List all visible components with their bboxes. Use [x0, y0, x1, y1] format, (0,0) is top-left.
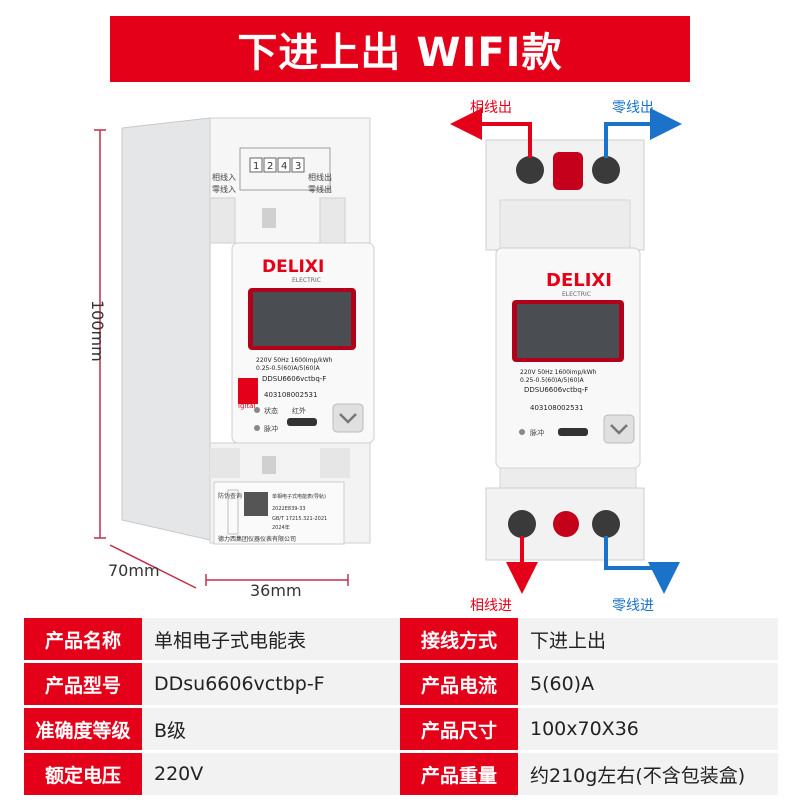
- brand-logo-left: DELIXI: [262, 257, 324, 277]
- terminal-screw-icon: [592, 510, 620, 538]
- terminal-number-3: 3: [295, 161, 301, 172]
- cert-line4: 2024年: [272, 524, 290, 531]
- dim-width-label: 36mm: [250, 581, 302, 600]
- ir-window-icon: [558, 428, 588, 436]
- spec-label: 准确度等级: [24, 708, 142, 750]
- title-banner: 下进上出 WIFI款: [110, 16, 690, 82]
- table-row: 产品名称 单相电子式电能表 接线方式 下进上出: [24, 618, 778, 660]
- terminal-screw-icon: [592, 156, 620, 184]
- dim-height-label: 100mm: [88, 300, 107, 362]
- ir-window-icon: [287, 418, 317, 426]
- spec-label: 产品重量: [400, 753, 518, 795]
- pulse-led-icon: [254, 425, 260, 431]
- dimension-lines: [94, 129, 349, 589]
- digital-badge-text: igital: [238, 402, 255, 410]
- spec-label: 额定电压: [24, 753, 142, 795]
- label-phase-in: 相线进: [470, 598, 512, 614]
- ir-label-left: 红外: [292, 406, 306, 415]
- terminal-arrows: [450, 108, 682, 594]
- spec-line2-right: 0.25-0.5(60)A/5(60)A: [520, 377, 585, 384]
- chevron-down-icon: [610, 424, 628, 435]
- cert-line3: GB/T 17215.321-2021: [272, 516, 327, 522]
- spec-line1-left: 220V 50Hz 1600imp/kWh: [256, 357, 333, 364]
- terminal-number-1: 1: [253, 161, 259, 172]
- cert-line2: 2022E839-33: [272, 506, 306, 512]
- spec-value: 单相电子式电能表: [142, 618, 400, 660]
- table-row: 准确度等级 B级 产品尺寸 100x70X36: [24, 708, 778, 750]
- spec-value: 约210g左右(不含包装盒): [518, 753, 778, 795]
- pulse-label-right: 脉冲: [530, 428, 544, 437]
- anti-fake-label: 防伪查询: [218, 492, 242, 500]
- wiring-out-phase: 相线出: [308, 172, 332, 182]
- product-illustration: 100mm 70mm 36mm 1 2 4 3 相线入 零线入 相线出 零线出 …: [88, 100, 682, 614]
- page-button-left: [332, 403, 364, 433]
- device-front-view: DELIXI ELECTRIC 220V 50Hz 1600imp/kWh 0.…: [485, 139, 645, 561]
- chevron-down-icon: [339, 413, 357, 424]
- seal-cap-icon: [553, 511, 579, 537]
- terminal-number-4: 4: [281, 161, 287, 172]
- dim-depth-label: 70mm: [108, 561, 160, 580]
- spec-value: DDsu6606vctbp-F: [142, 663, 400, 705]
- certificate-label-panel: [213, 481, 345, 545]
- terminal-screw-icon: [516, 156, 544, 184]
- spec-line1-right: 220V 50Hz 1600imp/kWh: [520, 369, 597, 376]
- maker-text: 德力西集团仪器仪表有限公司: [218, 535, 296, 543]
- banner-title: 下进上出 WIFI款: [237, 30, 563, 76]
- cert-line1: 单相电子式电能表(导轨): [272, 493, 326, 500]
- spec-table: 产品名称 单相电子式电能表 接线方式 下进上出 产品型号 DDsu6606vct…: [24, 618, 778, 798]
- pulse-label-left: 脉冲: [264, 424, 278, 433]
- lcd-display: [517, 304, 619, 358]
- wiring-in-phase: 相线入: [212, 172, 236, 182]
- qr-code-icon: [244, 492, 268, 516]
- model-text-left: DDSU6606vctbq-F: [262, 375, 326, 383]
- terminal-screw-icon: [508, 510, 536, 538]
- brand-sub-left: ELECTRIC: [292, 277, 321, 284]
- pulse-led-icon: [519, 429, 525, 435]
- spec-label: 产品电流: [400, 663, 518, 705]
- spec-value: 100x70X36: [518, 708, 778, 750]
- serial-text-left: 403108002531: [264, 391, 317, 399]
- spec-label: 产品型号: [24, 663, 142, 705]
- serial-text-right: 403108002531: [530, 404, 583, 412]
- table-row: 额定电压 220V 产品重量 约210g左右(不含包装盒): [24, 753, 778, 795]
- spec-value: 220V: [142, 753, 400, 795]
- wiring-in-neutral: 零线入: [212, 184, 236, 194]
- label-neutral-out: 零线出: [612, 100, 654, 116]
- spec-label: 接线方式: [400, 618, 518, 660]
- page-button-right: [603, 414, 635, 444]
- status-label-left: 状态: [264, 406, 278, 415]
- wiring-diagram: 1 2 4 3 相线入 零线入 相线出 零线出: [212, 147, 332, 194]
- spec-value: B级: [142, 708, 400, 750]
- status-led-icon: [254, 407, 260, 413]
- spec-label: 产品名称: [24, 618, 142, 660]
- brand-sub-right: ELECTRIC: [562, 291, 591, 298]
- device-side-view: 1 2 4 3 相线入 零线入 相线出 零线出 DELIXI ELECTRIC …: [121, 117, 375, 545]
- spec-label: 产品尺寸: [400, 708, 518, 750]
- terminal-number-2: 2: [267, 161, 273, 172]
- label-phase-out: 相线出: [470, 100, 512, 116]
- spec-line2-left: 0.25-0.5(60)A/5(60)A: [256, 365, 321, 372]
- spec-value: 5(60)A: [518, 663, 778, 705]
- seal-cap-icon: [553, 152, 583, 190]
- label-neutral-in: 零线进: [612, 598, 654, 614]
- spec-value: 下进上出: [518, 618, 778, 660]
- model-text-right: DDSU6606vctbq-F: [524, 386, 588, 394]
- table-row: 产品型号 DDsu6606vctbp-F 产品电流 5(60)A: [24, 663, 778, 705]
- digital-badge-icon: [238, 378, 258, 404]
- brand-logo-right: DELIXI: [546, 270, 612, 291]
- wiring-out-neutral: 零线出: [308, 184, 332, 194]
